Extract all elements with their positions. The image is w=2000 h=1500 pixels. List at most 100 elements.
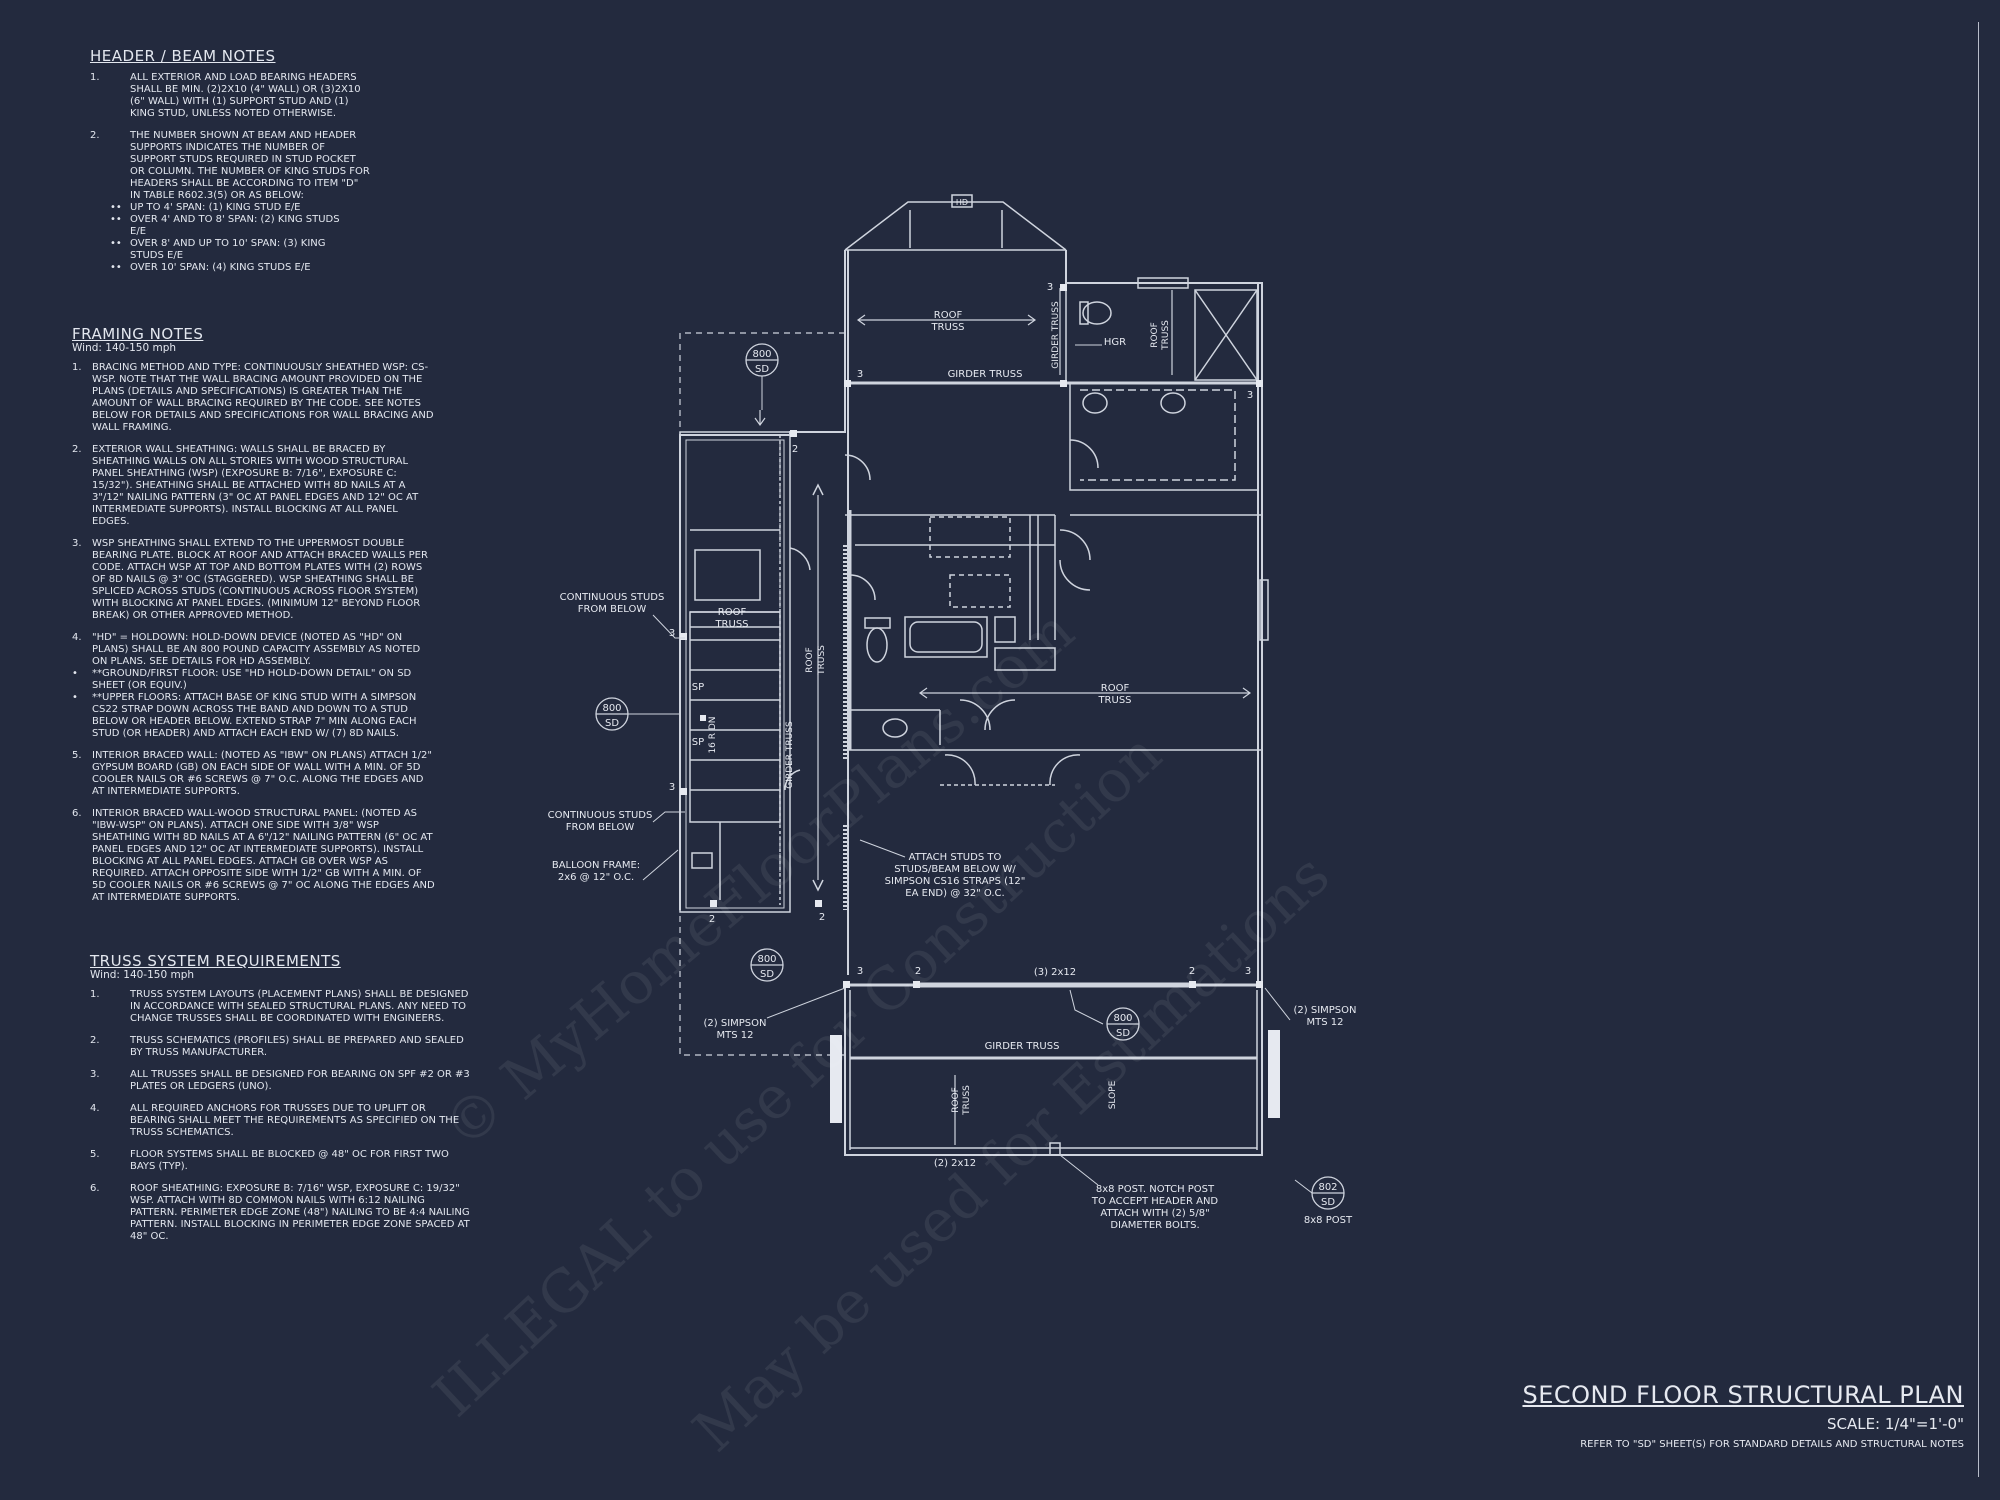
svg-text:2x6 @ 12" O.C.: 2x6 @ 12" O.C. <box>558 872 634 883</box>
svg-text:CONTINUOUS STUDS: CONTINUOUS STUDS <box>560 592 665 603</box>
bullet-item: ••UP TO 4' SPAN: (1) KING STUD E/E <box>110 202 301 213</box>
note-item: 3.ALL TRUSSES SHALL BE DESIGNED FOR BEAR… <box>90 1069 470 1092</box>
header-beam-title: HEADER / BEAM NOTES <box>90 47 276 65</box>
drawing-reference: REFER TO "SD" SHEET(S) FOR STANDARD DETA… <box>1580 1439 1964 1450</box>
svg-text:SP: SP <box>692 682 704 693</box>
rotated-labels: GIRDER TRUSS GIRDER TRUSS ROOF TRUSS ROO… <box>708 301 1171 1116</box>
svg-text:ROOF: ROOF <box>718 607 747 618</box>
svg-text:800: 800 <box>602 703 621 714</box>
svg-text:FROM BELOW: FROM BELOW <box>578 604 647 615</box>
note-item: 5.INTERIOR BRACED WALL: (NOTED AS "IBW" … <box>72 750 432 797</box>
note-item: 4."HD" = HOLDOWN: HOLD-DOWN DEVICE (NOTE… <box>72 632 421 667</box>
svg-text:GIRDER TRUSS: GIRDER TRUSS <box>948 369 1023 380</box>
note-item: •**UPPER FLOORS: ATTACH BASE OF KING STU… <box>72 692 417 739</box>
girder-lines <box>779 382 1257 1059</box>
svg-text:TO ACCEPT HEADER AND: TO ACCEPT HEADER AND <box>1091 1196 1219 1207</box>
note-item: 3.WSP SHEATHING SHALL EXTEND TO THE UPPE… <box>72 538 428 621</box>
note-item: 6.ROOF SHEATHING: EXPOSURE B: 7/16" WSP,… <box>90 1183 470 1242</box>
svg-text:TRUSS: TRUSS <box>1097 695 1131 706</box>
title-block: SECOND FLOOR STRUCTURAL PLAN SCALE: 1/4"… <box>1522 1381 1964 1450</box>
svg-text:(3) 2x12: (3) 2x12 <box>1034 967 1076 978</box>
leader-lines <box>628 344 1313 1194</box>
note-item: 6.INTERIOR BRACED WALL-WOOD STRUCTURAL P… <box>72 808 435 903</box>
svg-text:MTS 12: MTS 12 <box>1307 1017 1344 1028</box>
svg-text:MTS 12: MTS 12 <box>717 1030 754 1041</box>
svg-text:2: 2 <box>709 914 715 925</box>
svg-text:3: 3 <box>857 369 863 380</box>
posts <box>680 284 1263 988</box>
note-item: 2.THE NUMBER SHOWN AT BEAM AND HEADER SU… <box>90 130 370 201</box>
exterior-walls <box>679 250 1263 985</box>
note-item: 4.ALL REQUIRED ANCHORS FOR TRUSSES DUE T… <box>90 1103 460 1138</box>
svg-text:EA END) @ 32" O.C.: EA END) @ 32" O.C. <box>905 888 1004 899</box>
truss-notes: TRUSS SYSTEM REQUIREMENTS Wind: 140-150 … <box>90 952 470 1253</box>
truss-notes-title: TRUSS SYSTEM REQUIREMENTS <box>90 952 341 970</box>
truss-arrows <box>754 288 1252 1145</box>
svg-text:8x8 POST. NOTCH POST: 8x8 POST. NOTCH POST <box>1096 1184 1215 1195</box>
svg-text:SP: SP <box>692 737 704 748</box>
svg-text:CONTINUOUS STUDS: CONTINUOUS STUDS <box>548 810 653 821</box>
svg-text:SD: SD <box>760 969 774 980</box>
framing-wind: Wind: 140-150 mph <box>72 342 177 354</box>
svg-text:TRUSS: TRUSS <box>817 645 827 676</box>
lower-porch <box>830 982 1280 1156</box>
svg-text:SD: SD <box>1321 1197 1335 1208</box>
svg-text:TRUSS: TRUSS <box>714 619 748 630</box>
svg-text:ROOF: ROOF <box>934 310 963 321</box>
drawing-title: SECOND FLOOR STRUCTURAL PLAN <box>1522 1381 1964 1409</box>
svg-text:GIRDER TRUSS: GIRDER TRUSS <box>1051 301 1061 369</box>
svg-text:8x8 POST: 8x8 POST <box>1304 1215 1353 1226</box>
hd-label: HD <box>956 198 968 207</box>
svg-text:SD: SD <box>605 718 619 729</box>
svg-text:16 R DN: 16 R DN <box>708 716 718 753</box>
svg-text:2: 2 <box>1189 966 1195 977</box>
svg-text:GIRDER TRUSS: GIRDER TRUSS <box>785 721 795 789</box>
svg-text:2: 2 <box>915 966 921 977</box>
note-item: 5.FLOOR SYSTEMS SHALL BE BLOCKED @ 48" O… <box>90 1149 449 1172</box>
note-item: 2.EXTERIOR WALL SHEATHING: WALLS SHALL B… <box>72 444 419 527</box>
note-item: 2.TRUSS SCHEMATICS (PROFILES) SHALL BE P… <box>90 1035 464 1058</box>
note-item: 1.ALL EXTERIOR AND LOAD BEARING HEADERS … <box>90 72 361 119</box>
svg-text:ROOF: ROOF <box>805 647 815 673</box>
svg-text:BALLOON FRAME:: BALLOON FRAME: <box>552 860 640 871</box>
svg-text:ATTACH WITH (2) 5/8": ATTACH WITH (2) 5/8" <box>1100 1208 1209 1219</box>
dashed-outline <box>679 332 848 1056</box>
svg-text:SD: SD <box>755 364 769 375</box>
detail-bubbles <box>595 343 1345 1210</box>
svg-text:3: 3 <box>1247 390 1253 401</box>
note-item: 1.TRUSS SYSTEM LAYOUTS (PLACEMENT PLANS)… <box>90 989 469 1024</box>
note-item: •**GROUND/FIRST FLOOR: USE "HD HOLD-DOWN… <box>72 668 412 691</box>
border-line <box>1978 22 1979 1477</box>
framing-notes-title: FRAMING NOTES <box>72 325 204 343</box>
svg-text:SD: SD <box>1116 1028 1130 1039</box>
svg-text:TRUSS: TRUSS <box>930 322 964 333</box>
svg-text:800: 800 <box>752 349 771 360</box>
svg-text:ROOF: ROOF <box>951 1087 961 1113</box>
svg-text:2: 2 <box>792 444 798 455</box>
svg-text:STUDS/BEAM BELOW W/: STUDS/BEAM BELOW W/ <box>894 864 1016 875</box>
drawing-scale: SCALE: 1/4"=1'-0" <box>1826 1415 1964 1433</box>
bay-window <box>844 194 1067 251</box>
svg-text:ROOF: ROOF <box>1101 683 1130 694</box>
svg-text:3: 3 <box>857 966 863 977</box>
svg-text:GIRDER TRUSS: GIRDER TRUSS <box>985 1041 1060 1052</box>
svg-text:800: 800 <box>1113 1013 1132 1024</box>
framing-notes: FRAMING NOTES Wind: 140-150 mph 1.BRACIN… <box>72 325 437 914</box>
svg-text:802: 802 <box>1318 1182 1337 1193</box>
svg-text:ATTACH STUDS TO: ATTACH STUDS TO <box>909 852 1002 863</box>
bullet-item: ••OVER 10' SPAN: (4) KING STUDS E/E <box>110 262 311 273</box>
svg-text:800: 800 <box>757 954 776 965</box>
svg-text:(2) SIMPSON: (2) SIMPSON <box>1294 1005 1357 1016</box>
svg-text:FROM BELOW: FROM BELOW <box>566 822 635 833</box>
bullet-item: ••OVER 8' AND UP TO 10' SPAN: (3) KING S… <box>110 238 326 261</box>
svg-text:TRUSS: TRUSS <box>1161 320 1171 351</box>
svg-text:HGR: HGR <box>1104 337 1126 348</box>
header-beam-notes: HEADER / BEAM NOTES 1.ALL EXTERIOR AND L… <box>90 47 370 274</box>
svg-text:TRUSS: TRUSS <box>962 1085 972 1116</box>
svg-text:(2) 2x12: (2) 2x12 <box>934 1158 976 1169</box>
svg-text:3: 3 <box>1245 966 1251 977</box>
note-item: 1.BRACING METHOD AND TYPE: CONTINUOUSLY … <box>72 362 434 433</box>
svg-text:3: 3 <box>669 782 675 793</box>
